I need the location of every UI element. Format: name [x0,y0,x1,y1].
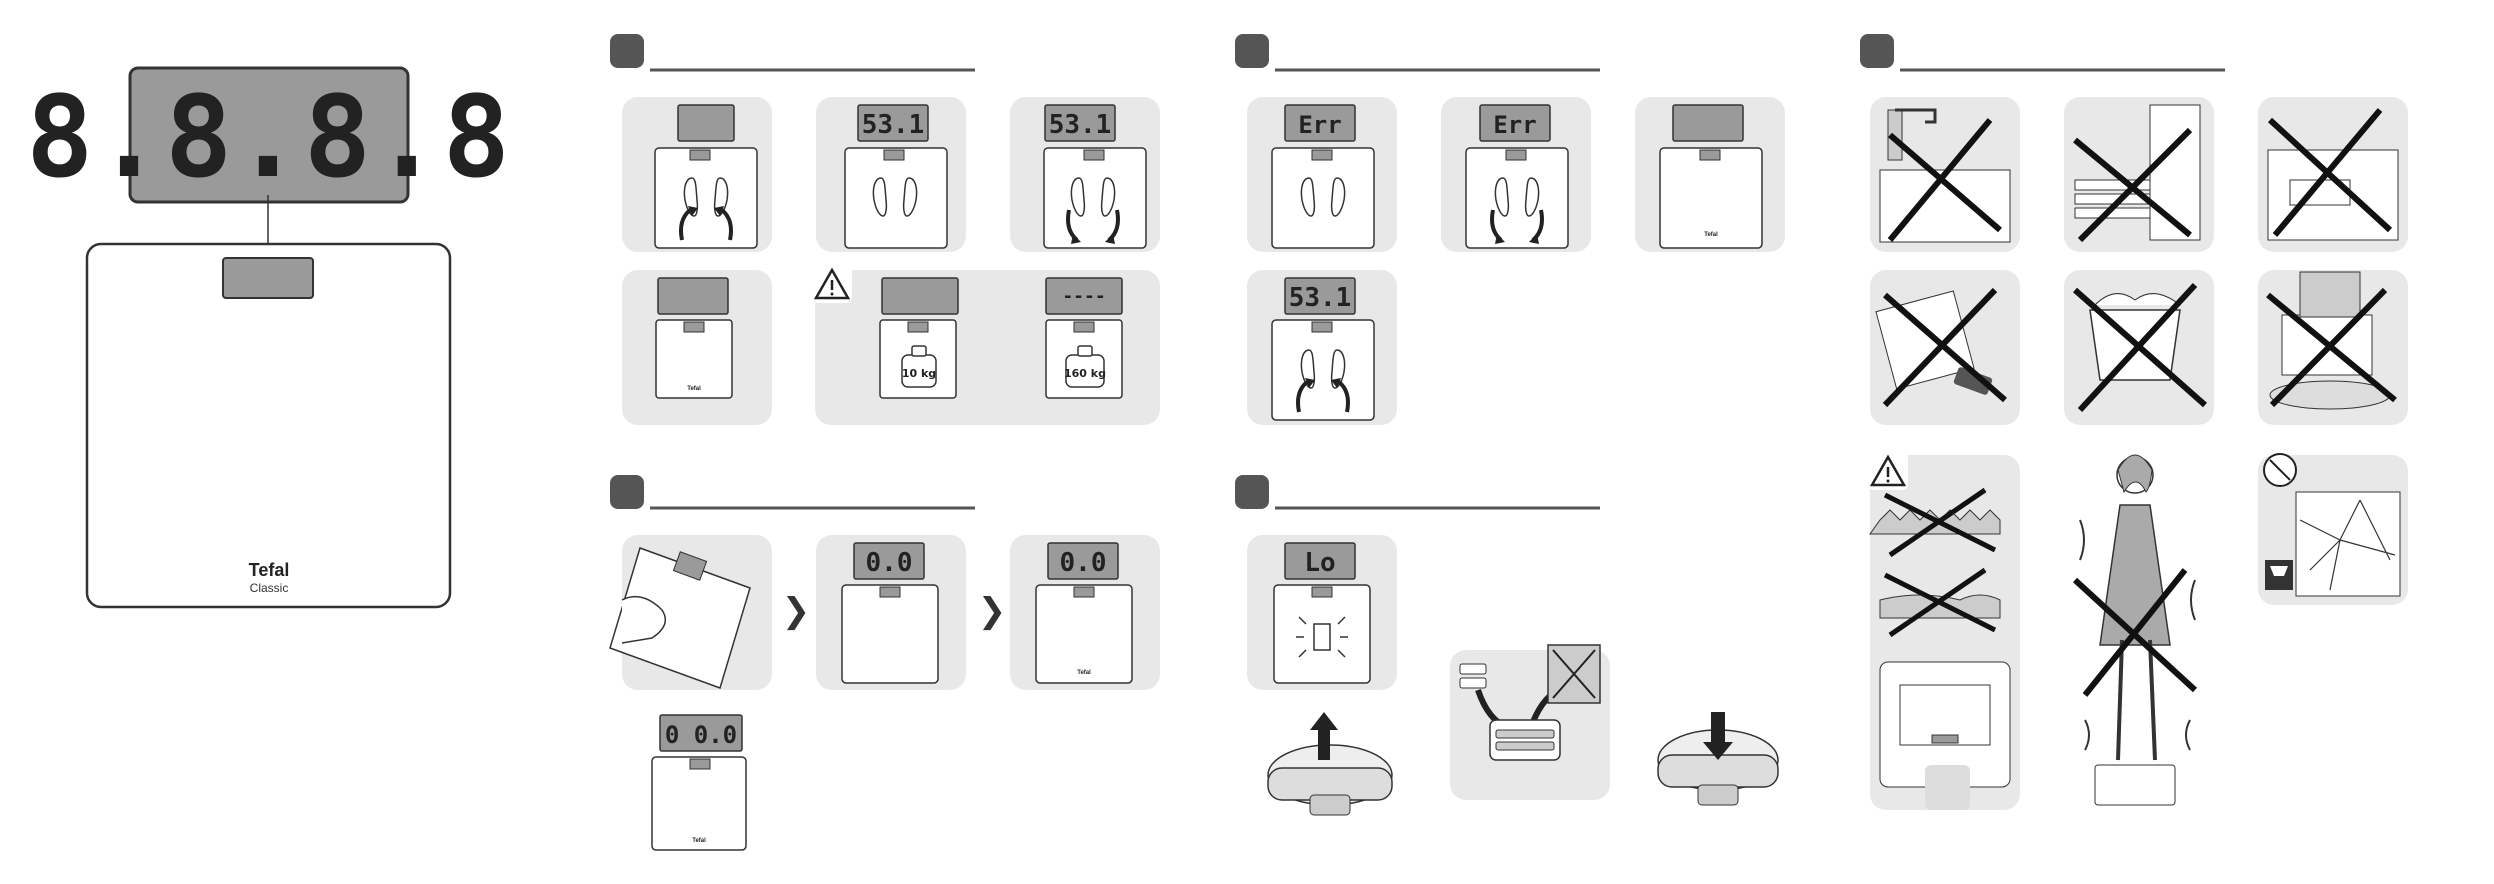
small-brand-1: Tefal [687,386,701,392]
section-header-1 [610,34,975,72]
weigh-step-2: 53.1 [816,97,966,252]
section-header-2 [1235,34,1600,72]
fragile-glass-panel [2258,453,2408,605]
main-scale-illustration: 8.8.8.8 Tefal Classic [26,66,512,609]
weigh-overload-panel: 10 kg ---- 160 kg [812,263,1160,425]
battery-low-reading: Lo [1304,548,1335,578]
warning-icon-2 [1869,454,1907,487]
battery-close-lid [1657,712,1779,806]
weigh-reading-3: 53.1 [1049,110,1112,140]
setup-reading-1: 0.0 [866,548,913,578]
step-arrow-2: ❯ [978,591,1007,631]
section-header-3 [1860,34,2225,72]
small-brand-4: Tefal [692,838,706,844]
warning-icon [813,267,851,300]
scale-platform [85,242,452,609]
setup-step-4: 0 0.0 Tefal [651,714,747,851]
scale-mini-display [222,257,314,299]
weight-160kg-label: 160 kg [1064,367,1106,380]
error-reading-2: Err [1493,111,1536,139]
setup-reading-3: 0 0.0 [665,721,737,749]
arrow-down-icon [1703,712,1733,760]
setup-reading-2: 0.0 [1060,548,1107,578]
error-step-2: Err [1441,97,1591,252]
weight-10kg-label: 10 kg [902,367,936,380]
section-header-5 [1235,475,1600,510]
setup-step-3: 0.0 Tefal [1010,535,1160,690]
weigh-step-3: 53.1 [1010,97,1160,252]
no-storage-warning [2064,97,2214,252]
no-jumping-warning [2072,454,2198,806]
no-laundry-warning [2064,270,2214,425]
no-heat-warning [2258,97,2408,252]
small-brand-2: Tefal [1704,232,1718,238]
error-reading-4: 53.1 [1289,283,1352,313]
weigh-step-4: Tefal [622,270,772,425]
tilted-scale-icon [609,547,751,689]
surface-warning-panel [1868,450,2020,810]
battery-low-step: Lo [1247,535,1397,690]
weigh-step-1 [622,97,772,252]
weigh-overload-reading: ---- [1062,286,1105,307]
no-water-warning [1870,97,2020,252]
small-brand-3: Tefal [1077,670,1091,676]
model-name: Classic [250,581,289,595]
hand-icon [621,595,667,644]
weigh-reading-2: 53.1 [862,110,925,140]
error-step-4: 53.1 [1247,270,1397,425]
battery-open-lid [1267,712,1393,816]
error-step-1: Err [1247,97,1397,252]
setup-step-2: 0.0 [816,535,966,690]
main-lcd [128,66,410,204]
step-arrow-1: ❯ [782,591,811,631]
main-lcd-digits: 8.8.8.8 [26,73,512,203]
arrow-up-icon [1310,712,1338,760]
section-header-4 [610,475,975,510]
battery-blink-icon [1296,616,1348,658]
battery-replace [1450,644,1610,800]
error-step-3: Tefal [1635,97,1785,252]
no-phone-warning [1870,270,2020,425]
brand-logo: Tefal [249,560,290,580]
setup-step-1 [609,535,772,690]
warning-grid [1868,97,2408,810]
no-wet-feet-warning [2258,270,2408,425]
error-reading-1: Err [1298,111,1341,139]
